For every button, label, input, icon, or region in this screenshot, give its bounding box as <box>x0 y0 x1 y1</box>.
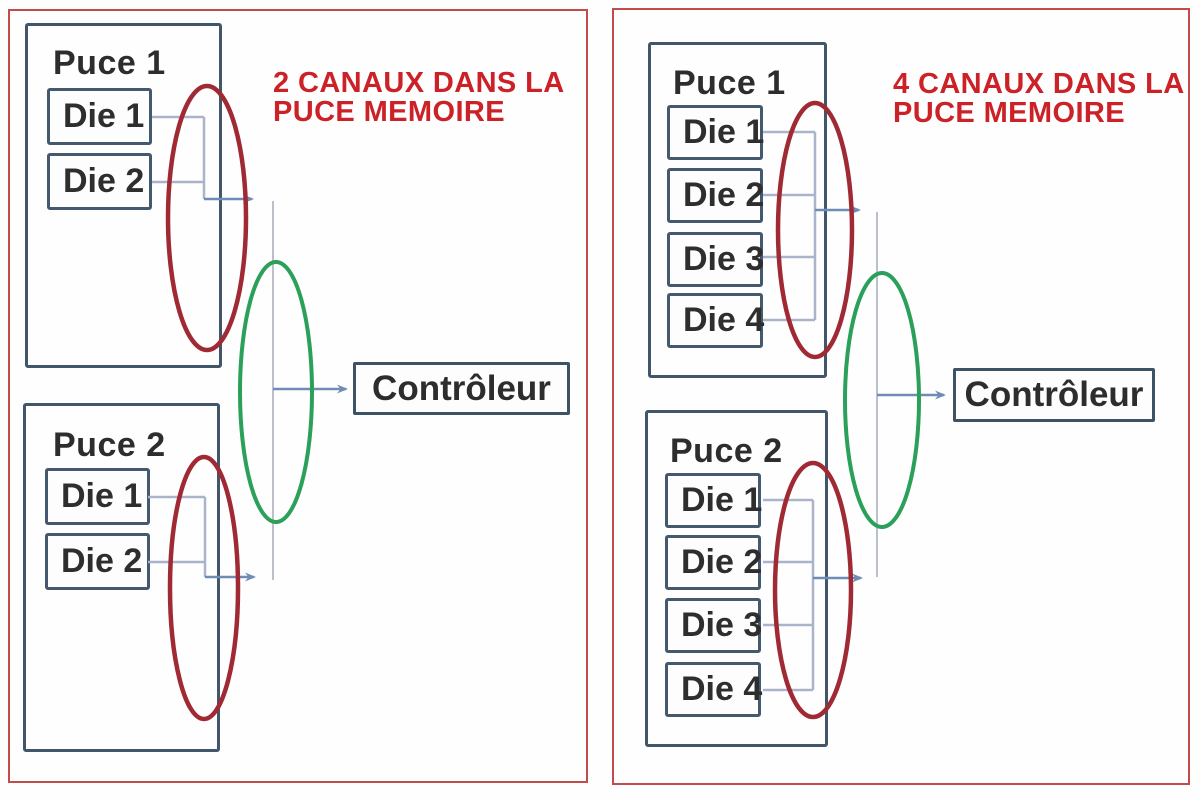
chip-label-puce2: Puce 2 <box>53 426 166 464</box>
panel-2-canaux: 2 CANAUX DANS LA PUCE MEMOIRE Puce 1 Die… <box>8 9 588 783</box>
die-box: Die 4 <box>665 662 762 717</box>
chip-label-puce1: Puce 1 <box>53 44 166 82</box>
chip-label-puce2: Puce 2 <box>670 432 783 470</box>
heading-line1: 2 CANAUX DANS LA <box>273 67 565 99</box>
die-box: Die 3 <box>665 598 762 653</box>
die-box: Die 1 <box>45 468 150 525</box>
heading-4-canaux: 4 CANAUX DANS LA PUCE MEMOIRE <box>893 70 1185 128</box>
die-box: Die 1 <box>667 105 764 160</box>
heading-line2: PUCE MEMOIRE <box>893 97 1125 129</box>
controller-box: Contrôleur <box>953 368 1155 422</box>
heading-2-canaux: 2 CANAUX DANS LA PUCE MEMOIRE <box>273 69 565 127</box>
die-box: Die 2 <box>667 168 764 223</box>
panel-4-canaux: 4 CANAUX DANS LA PUCE MEMOIRE Puce 1 Die… <box>612 8 1190 785</box>
die-box: Die 2 <box>47 153 152 210</box>
die-box: Die 2 <box>665 535 762 590</box>
die-box: Die 4 <box>667 293 764 348</box>
die-box: Die 1 <box>47 88 152 145</box>
controller-box: Contrôleur <box>353 362 570 415</box>
die-box: Die 1 <box>665 473 762 528</box>
die-box: Die 3 <box>667 232 764 287</box>
heading-line1: 4 CANAUX DANS LA <box>893 68 1185 100</box>
heading-line2: PUCE MEMOIRE <box>273 96 505 128</box>
die-box: Die 2 <box>45 533 150 590</box>
chip-label-puce1: Puce 1 <box>673 64 786 102</box>
